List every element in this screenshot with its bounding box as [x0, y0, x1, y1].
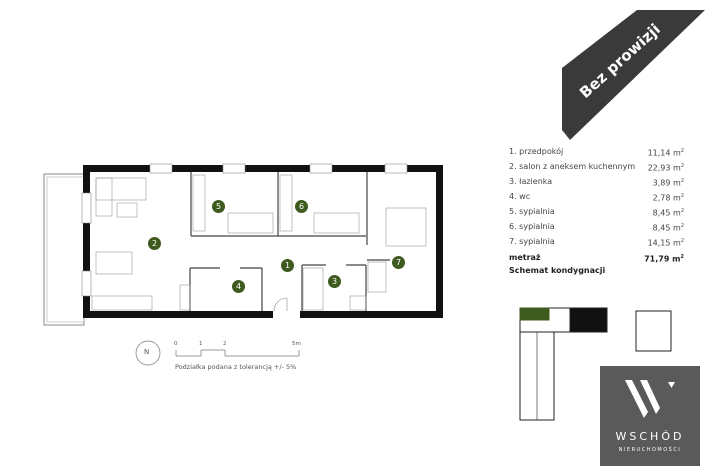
room-area: 3,89 m — [652, 178, 681, 188]
unit-sup: 2 — [680, 238, 684, 244]
outer-walls — [83, 165, 443, 318]
balcony — [43, 173, 85, 326]
scale-tick: 2 — [223, 341, 227, 347]
room-label: 7. sypialnia — [509, 237, 555, 246]
room-area: 2,78 m — [652, 193, 681, 203]
room-row: 2. salon z aneksem kuchennym 22,93 m2 — [509, 159, 684, 174]
room-number-5: 5 — [212, 200, 225, 213]
unit-sup: 2 — [680, 178, 684, 184]
scale-tick: 0 — [174, 341, 178, 347]
windows — [81, 163, 408, 297]
scale-tolerance-note: Podziałka podana z tolerancją +/- 5% — [175, 363, 297, 371]
room-area: 22,93 m — [647, 163, 681, 173]
room-number-1: 1 — [281, 259, 294, 272]
room-row: 3. łazienka 3,89 m2 — [509, 174, 684, 189]
total-area-row: metraż 71,79 m2 — [509, 250, 684, 265]
room-number-3: 3 — [328, 275, 341, 288]
entrance-door — [273, 297, 288, 312]
room-row: 6. sypialnia 8,45 m2 — [509, 219, 684, 234]
room-number-2: 2 — [148, 237, 161, 250]
room-label: 2. salon z aneksem kuchennym — [509, 162, 636, 171]
room-area: 11,14 m — [647, 148, 681, 158]
room-row: 5. sypialnia 8,45 m2 — [509, 204, 684, 219]
room-label: 6. sypialnia — [509, 222, 555, 231]
schema-title: Schemat kondygnacji — [509, 266, 606, 275]
unit-sup: 2 — [680, 208, 684, 214]
logo-w-icon — [625, 380, 675, 418]
furniture — [91, 174, 427, 311]
floor-schema — [519, 307, 672, 421]
north-arrow-icon: N — [144, 348, 150, 356]
unit-sup: 2 — [680, 254, 684, 260]
room-row: 1. przedpokój 11,14 m2 — [509, 144, 684, 159]
no-commission-ribbon — [562, 10, 705, 140]
room-number-6: 6 — [295, 200, 308, 213]
total-label: metraż — [509, 253, 541, 262]
interior-walls — [189, 172, 390, 311]
scale-tick: 1 — [199, 341, 203, 347]
room-row: 4. wc 2,78 m2 — [509, 189, 684, 204]
room-area: 14,15 m — [647, 238, 681, 248]
company-logo: WSCHÓD NIERUCHOMOŚCI — [600, 366, 700, 466]
logo-brand: WSCHÓD — [615, 430, 685, 443]
scale-bar — [135, 340, 300, 366]
room-label: 5. sypialnia — [509, 207, 555, 216]
unit-sup: 2 — [680, 148, 684, 154]
room-label: 4. wc — [509, 192, 531, 201]
logo-subtitle: NIERUCHOMOŚCI — [618, 447, 682, 453]
total-area: 71,79 m — [644, 254, 681, 264]
room-area: 8,45 m — [652, 223, 681, 233]
room-row: 7. sypialnia 14,15 m2 — [509, 234, 684, 249]
unit-sup: 2 — [680, 193, 684, 199]
room-area: 8,45 m — [652, 208, 681, 218]
room-label: 3. łazienka — [509, 177, 553, 186]
room-number-4: 4 — [232, 280, 245, 293]
unit-sup: 2 — [680, 223, 684, 229]
room-label: 1. przedpokój — [509, 147, 564, 156]
scale-tick: 5m — [292, 341, 301, 347]
unit-sup: 2 — [680, 163, 684, 169]
room-number-7: 7 — [392, 256, 405, 269]
